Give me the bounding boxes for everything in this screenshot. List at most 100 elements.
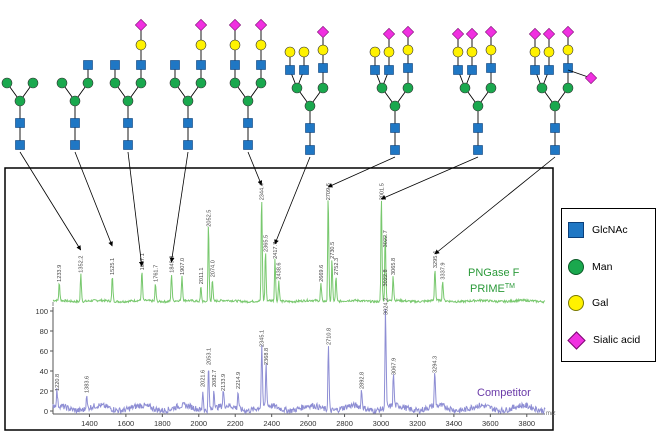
y-tick-label: 60 xyxy=(40,347,48,356)
data-label: 2710.8 xyxy=(326,328,332,345)
glcnac-square-icon xyxy=(123,140,133,150)
data-label: 3065.8 xyxy=(391,258,397,275)
data-label: 3337.9 xyxy=(441,262,447,279)
galactose-circle-icon xyxy=(229,39,241,51)
mannose-circle-icon xyxy=(109,77,121,89)
glcnac-square-icon xyxy=(563,63,573,73)
data-label: 1220.8 xyxy=(55,374,61,391)
annotation-arrows xyxy=(19,151,556,267)
glcnac-square-icon xyxy=(318,63,328,73)
data-label: 2082.7 xyxy=(212,370,218,387)
mannose-circle-icon xyxy=(69,95,81,107)
galactose-circle-icon xyxy=(298,46,310,58)
mannose-circle-icon xyxy=(376,82,388,94)
glcnac-square-icon xyxy=(136,60,146,70)
sialic-acid-diamond-icon xyxy=(561,25,575,39)
annotation-arrow xyxy=(380,156,479,200)
galactose-circle-icon xyxy=(452,46,464,58)
glcnac-square-icon xyxy=(83,60,93,70)
data-label: 2892.8 xyxy=(360,372,366,389)
glcnac-square-icon xyxy=(243,118,253,128)
mannose-circle-icon xyxy=(402,82,414,94)
legend-item-glcnac: GlcNAc xyxy=(568,220,628,240)
data-label: 2074.0 xyxy=(210,260,216,277)
mannose-circle-icon xyxy=(27,77,39,89)
galactose-circle-icon xyxy=(543,46,555,58)
sialic-acid-diamond-icon xyxy=(382,27,396,41)
data-label: 2345.1 xyxy=(260,330,266,347)
x-tick-label: 3200 xyxy=(409,419,426,428)
mannose-circle-icon xyxy=(472,100,484,112)
mannose-circle-icon xyxy=(562,82,574,94)
sialic-acid-diamond-icon xyxy=(254,18,268,32)
legend-label: Sialic acid xyxy=(593,334,641,346)
spectrum-traces xyxy=(52,200,546,416)
glcnac-square-icon xyxy=(486,63,496,73)
series-names: PNGase F PRIMETM Competitor xyxy=(468,267,531,399)
trademark-superscript: TM xyxy=(505,283,515,290)
data-label: 2438.6 xyxy=(277,262,283,279)
annotation-arrow xyxy=(169,151,189,263)
glycan-structure xyxy=(169,18,208,150)
glcnac-square-icon xyxy=(390,123,400,133)
series-name-pngase-line2: PRIMETM xyxy=(470,283,515,295)
glcnac-square-icon xyxy=(70,118,80,128)
data-label: 1352.2 xyxy=(79,256,85,273)
mannose-circle-icon xyxy=(255,77,267,89)
data-label: 2052.5 xyxy=(206,210,212,227)
annotation-arrow xyxy=(127,151,144,267)
glcnac-square-icon xyxy=(196,60,206,70)
x-tick-label: 3000 xyxy=(373,419,390,428)
sialic-acid-diamond-icon xyxy=(134,18,148,32)
data-label: 3067.9 xyxy=(391,358,397,375)
sialic-acid-diamond-icon xyxy=(542,27,556,41)
mannose-circle-icon xyxy=(82,77,94,89)
glcnac-square-icon xyxy=(243,140,253,150)
data-label: 2011.1 xyxy=(199,267,205,284)
data-label: 1525.1 xyxy=(110,258,116,275)
data-label: 2365.5 xyxy=(263,235,269,252)
data-label: 2368.8 xyxy=(264,348,270,365)
glcnac-square-icon xyxy=(568,222,584,238)
glycan-structures xyxy=(1,18,598,155)
glcnac-square-icon xyxy=(530,65,540,75)
mannose-circle-icon xyxy=(242,95,254,107)
mannose-circle-icon xyxy=(229,77,241,89)
legend-label: GlcNAc xyxy=(592,224,628,236)
data-label: 2133.9 xyxy=(221,374,227,391)
data-label: 3024.2 xyxy=(383,298,389,315)
mannose-circle-icon xyxy=(304,100,316,112)
sialic-acid-diamond-icon xyxy=(316,25,330,39)
glcnac-square-icon xyxy=(473,145,483,155)
galactose-circle-icon xyxy=(485,44,497,56)
mannose-circle-icon xyxy=(122,95,134,107)
y-tick-label: 80 xyxy=(40,327,48,336)
data-label: 2021.6 xyxy=(201,370,207,387)
mannose-circle-icon xyxy=(169,77,181,89)
galactose-circle-icon xyxy=(383,46,395,58)
mannose-circle-icon xyxy=(14,95,26,107)
mannose-circle-icon xyxy=(182,95,194,107)
x-tick-label: 3400 xyxy=(446,419,463,428)
sialic-acid-diamond-icon xyxy=(451,27,465,41)
galactose-circle-icon xyxy=(317,44,329,56)
y-tick-label: 20 xyxy=(40,387,48,396)
y-tick-label: 0 xyxy=(44,407,48,416)
galactose-circle-icon xyxy=(255,39,267,51)
glycan-structure xyxy=(1,77,39,150)
glcnac-square-icon xyxy=(390,145,400,155)
mannose-circle-icon xyxy=(549,100,561,112)
sialic-acid-diamond-icon xyxy=(401,25,415,39)
data-label: 1849.8 xyxy=(169,256,175,273)
series-name-competitor: Competitor xyxy=(477,387,531,399)
x-tick-label: 3800 xyxy=(518,419,535,428)
sialic-acid-diamond-icon xyxy=(584,71,598,85)
sialic-acid-diamond-icon xyxy=(465,27,479,41)
glcnac-square-icon xyxy=(183,118,193,128)
glcnac-square-icon xyxy=(70,140,80,150)
glcnac-square-icon xyxy=(285,65,295,75)
sialic-acid-diamond-icon xyxy=(567,330,586,350)
glcnac-square-icon xyxy=(299,65,309,75)
glycan-structure xyxy=(56,60,94,150)
